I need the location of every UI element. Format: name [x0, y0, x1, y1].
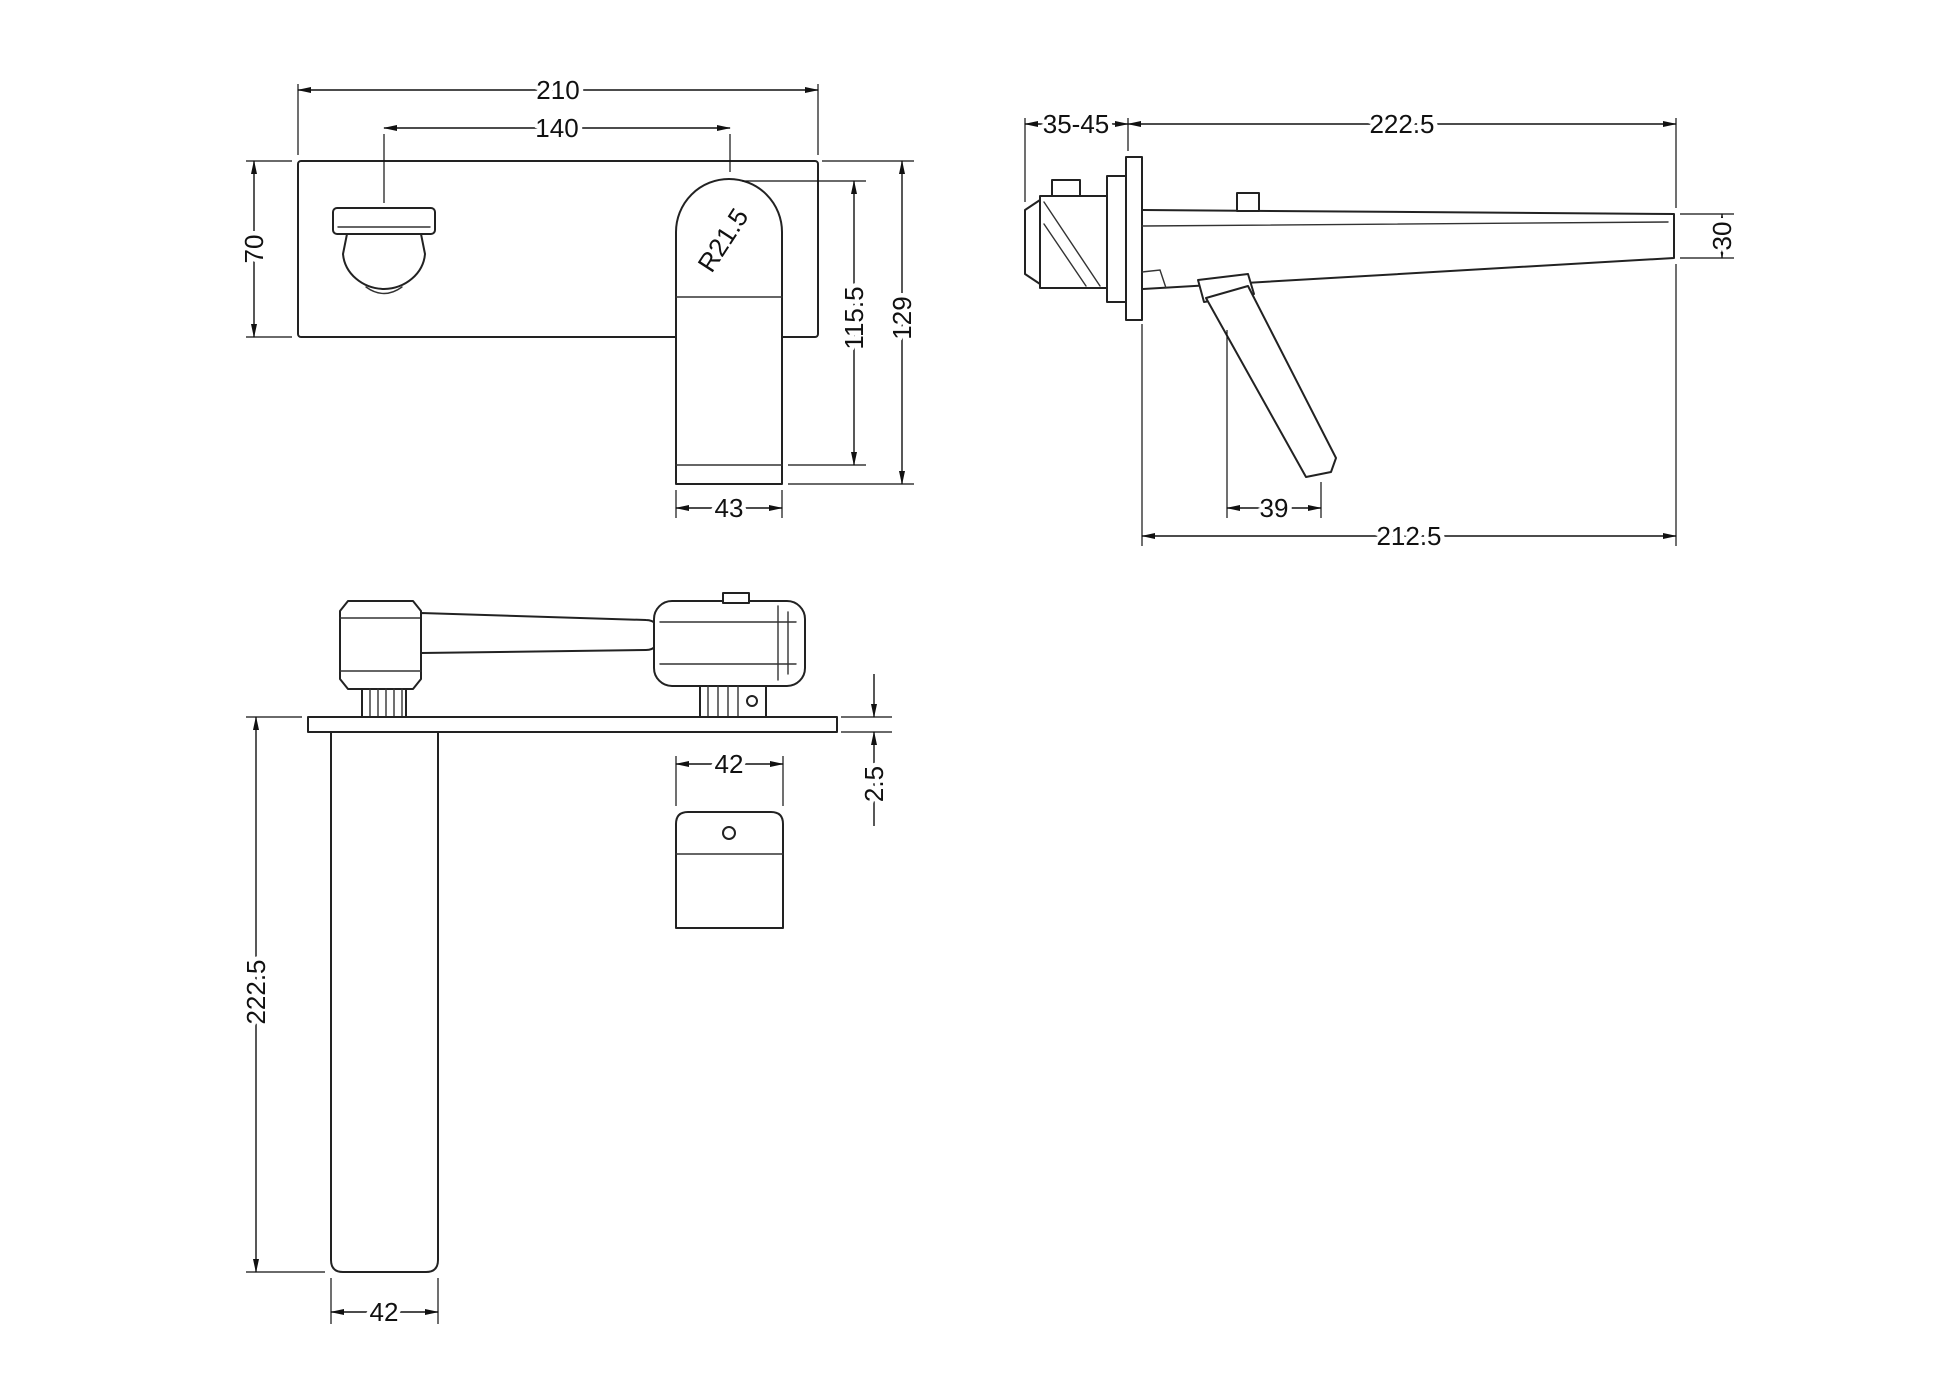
front-dim-43-label: 43: [715, 493, 744, 523]
side-dim-projection-label: 212.5: [1376, 521, 1441, 551]
plan-wall-plate: [307, 716, 838, 733]
front-dim-140-extensions: [383, 134, 731, 203]
front-spout-detail-lines: [675, 296, 783, 466]
side-valve-flange: [1106, 175, 1127, 303]
front-handle-base: [342, 233, 426, 290]
side-dim-lever-extensions: [1226, 330, 1322, 518]
front-dim-129-extensions: [788, 160, 914, 485]
plan-dim-reach-label: 222.5: [241, 959, 271, 1024]
front-dim-70-label: 70: [239, 235, 269, 264]
side-valve-detail-lines: [1043, 201, 1101, 287]
plan-dim-plate-extensions: [841, 716, 892, 733]
side-spout-outline: [1141, 209, 1675, 290]
side-dim-wall-label: 35-45: [1043, 109, 1110, 139]
plan-body-top-tab: [722, 592, 750, 604]
plan-projecting-spout: [330, 731, 439, 1273]
front-dim-210-extensions: [297, 84, 819, 155]
side-handle-lever: [1205, 285, 1337, 478]
plan-dim-plate-label: 2.5: [859, 766, 889, 802]
plan-handle-neck: [361, 688, 407, 718]
front-dim-43-extensions: [675, 490, 783, 518]
side-spout-underside-notch: [1141, 269, 1167, 289]
plan-outlet-body: [675, 811, 784, 929]
plan-handle-knurl-lines: [369, 688, 403, 718]
front-view: 210 140 70 R21.5 115.5 129 43: [235, 71, 922, 528]
side-dim-tip-extensions: [1680, 213, 1734, 259]
side-valve-top-detail: [1051, 179, 1081, 197]
front-dim-129-label: 129: [887, 296, 917, 339]
front-handle-base-detail: [365, 286, 403, 295]
side-view: 35-45 222.5 30 39 212.5: [1024, 105, 1742, 556]
front-dim-140-label: 140: [535, 113, 578, 143]
side-dim-tip-label: 30: [1707, 222, 1737, 251]
plan-spout-body: [653, 600, 806, 687]
side-valve-body: [1039, 195, 1108, 289]
side-spout-inner-line: [1141, 221, 1669, 227]
plan-flange-screw: [746, 695, 758, 707]
plan-body-detail-lines: [659, 605, 797, 681]
side-dim-reach-label: 222.5: [1369, 109, 1434, 139]
front-spout-outline: [675, 178, 783, 485]
plan-dim-spout-label: 42: [370, 1297, 399, 1327]
side-valve-rear-cap: [1024, 199, 1041, 285]
side-dim-lever-label: 39: [1260, 493, 1289, 523]
plan-dim-body-label: 42: [715, 749, 744, 779]
plan-outlet-screw: [722, 826, 736, 840]
side-wall-plate: [1125, 156, 1143, 321]
plan-handle-knob-lines: [339, 617, 422, 672]
plan-handle-knob: [339, 600, 422, 690]
side-dim-projection-extensions: [1141, 264, 1677, 546]
plan-dim-spout-extensions: [330, 1278, 439, 1324]
plan-view: 2.5 42 222.5 42: [237, 592, 894, 1332]
front-handle-lever: [332, 207, 436, 235]
side-spout-top-tab: [1236, 192, 1260, 212]
front-dim-210-label: 210: [536, 75, 579, 105]
plan-flange-knurl-lines: [707, 685, 739, 718]
plan-lever-bar: [420, 612, 662, 654]
front-dim-115-label: 115.5: [839, 286, 869, 349]
